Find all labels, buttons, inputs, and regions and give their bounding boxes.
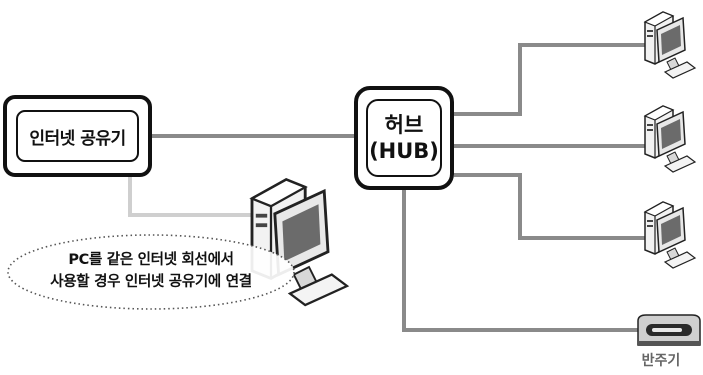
desktop-computer-icon	[644, 11, 696, 79]
router-pc-link	[128, 177, 270, 217]
router-note: PC를 같은 인터넷 회선에서 사용할 경우 인터넷 공유기에 연결	[6, 236, 296, 308]
note-ellipse	[7, 234, 295, 310]
hub-box: 허브 (HUB)	[354, 86, 454, 190]
hub-label-english: (HUB)	[369, 139, 439, 163]
hub-pc1-link	[454, 43, 645, 116]
router-note-line-2: 사용할 경우 인터넷 공유기에 연결	[50, 274, 252, 290]
amplifier-label: 반주기	[641, 353, 681, 369]
desktop-computer-icon	[644, 201, 696, 269]
hub-label: 허브 (HUB)	[366, 99, 442, 177]
internet-router-box: 인터넷 공유기	[3, 95, 152, 177]
internet-router-label: 인터넷 공유기	[16, 110, 139, 162]
desktop-computer-icon	[644, 105, 696, 173]
karaoke-amplifier-icon	[637, 314, 701, 346]
hub-label-korean: 허브	[384, 112, 424, 137]
router-note-line-1: PC를 같은 인터넷 회선에서	[68, 252, 234, 269]
hub-amplifier-link	[402, 190, 640, 332]
hub-pc3-link	[454, 173, 645, 240]
